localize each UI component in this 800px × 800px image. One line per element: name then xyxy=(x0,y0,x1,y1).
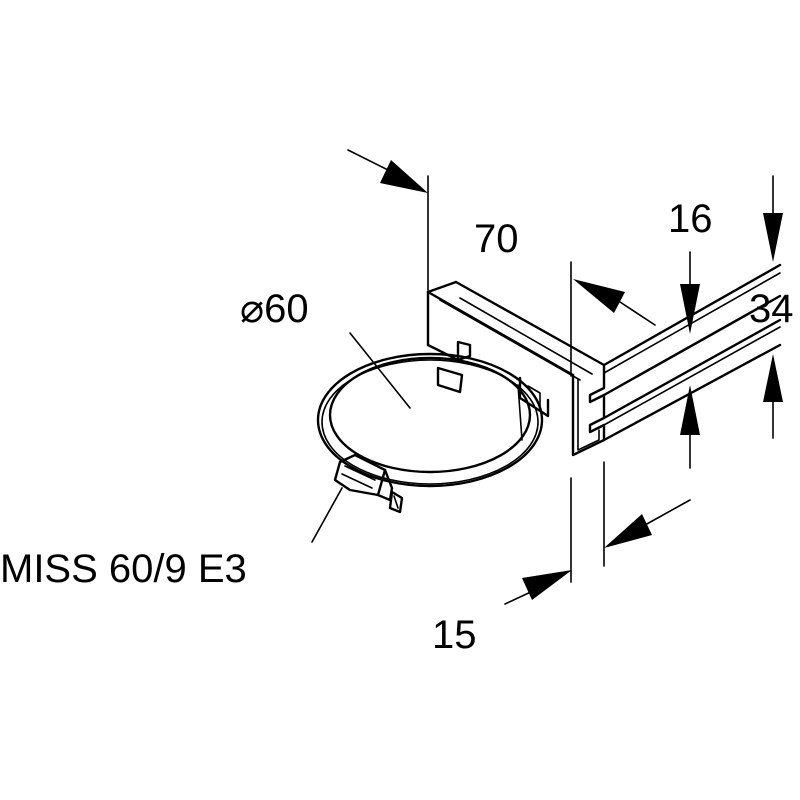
screw-head xyxy=(388,490,404,514)
arrowhead-right xyxy=(573,279,625,313)
rail-cross-section xyxy=(571,363,606,457)
dim34-arrow-bottom xyxy=(763,354,783,402)
clamp-outer-ring xyxy=(316,352,544,488)
dimension-diameter: ⌀60 xyxy=(240,287,411,409)
dim15-line-right xyxy=(644,499,691,526)
part-number-label: MISS 60/9 E3 xyxy=(0,547,247,591)
diameter-leader-line xyxy=(349,332,411,409)
rail-inner-line-2 xyxy=(459,297,593,375)
channel-bottom-lip xyxy=(603,326,781,426)
screw-housing-line-2 xyxy=(341,473,373,489)
part-leader-line xyxy=(311,487,343,543)
dimension-16-label: 16 xyxy=(668,197,713,241)
screw-housing-line-1 xyxy=(344,465,376,481)
clamp-screw xyxy=(333,453,404,514)
dimension-line-right xyxy=(619,301,656,326)
dimension-70-label: 70 xyxy=(474,217,519,261)
rail-top-front-edge xyxy=(426,290,575,377)
clamp-band-tab xyxy=(436,366,464,394)
bracket-tab-left xyxy=(456,340,472,362)
dim34-arrow-top xyxy=(763,213,783,262)
arrowhead-left xyxy=(380,160,428,193)
clamp-band-edge xyxy=(321,359,539,485)
channel-rail xyxy=(426,263,782,457)
pipe-clamp xyxy=(316,352,544,488)
channel-bottom-edge xyxy=(602,343,782,442)
dimension-16: 16 xyxy=(668,197,713,469)
channel-top-lip xyxy=(603,272,781,374)
dim16-arrow-bottom xyxy=(680,385,700,435)
clamp-inner-ring xyxy=(328,356,532,474)
rail-top-back-edge xyxy=(454,280,606,367)
channel-slot-upper xyxy=(602,294,782,397)
rail-inner-line-1 xyxy=(439,299,581,381)
dim15-arrow-right xyxy=(604,514,652,548)
dimension-diameter-label: ⌀60 xyxy=(240,287,309,331)
rail-left-bottom xyxy=(426,343,460,362)
rail-back-top-edge xyxy=(426,280,458,294)
channel-slot-lower xyxy=(602,318,782,420)
channel-top-edge xyxy=(602,263,782,367)
screw-slot xyxy=(393,495,399,509)
dim16-arrow-top xyxy=(680,284,700,334)
dim15-arrow-left xyxy=(522,570,572,600)
part-label: MISS 60/9 E3 xyxy=(0,487,343,591)
dimension-34: 34 xyxy=(749,175,794,439)
clamp-band-side xyxy=(517,384,523,441)
dimension-15-label: 15 xyxy=(432,613,477,657)
dimension-70: 70 xyxy=(347,149,656,377)
rail-inner-contour xyxy=(577,379,600,451)
dimension-15: 15 xyxy=(432,461,691,657)
